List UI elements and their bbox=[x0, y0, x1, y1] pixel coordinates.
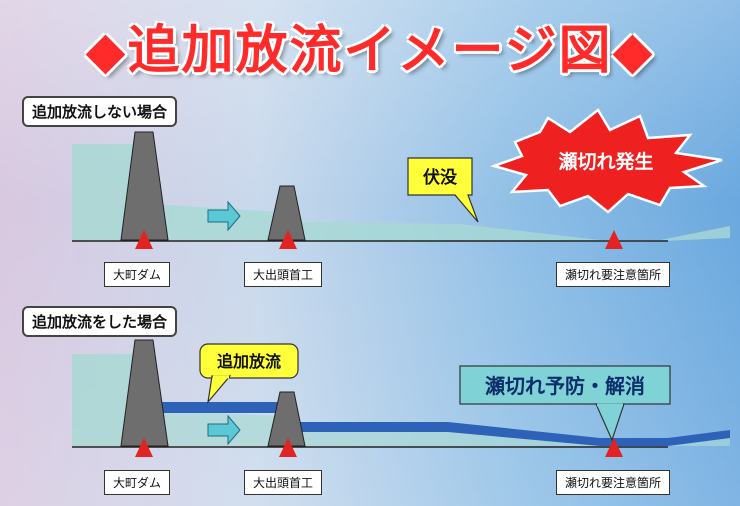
marker-caution bbox=[605, 230, 623, 249]
callout-release-bubble bbox=[199, 343, 299, 379]
result-box bbox=[459, 365, 671, 405]
location-label-weir: 大出頭首工 bbox=[244, 262, 323, 287]
location-label-weir-2: 大出頭首工 bbox=[244, 470, 323, 495]
location-label-dam: 大町ダム bbox=[104, 262, 171, 287]
weir-oide-2 bbox=[267, 391, 306, 447]
dam-omachi bbox=[120, 131, 169, 241]
marker-weir bbox=[279, 230, 297, 249]
callout-release-tail bbox=[207, 375, 232, 405]
location-label-dam-2: 大町ダム bbox=[104, 470, 171, 495]
river-water-shallow bbox=[150, 204, 730, 242]
result-text: 瀬切れ予防・解消 bbox=[485, 374, 645, 398]
burst-shape bbox=[489, 108, 723, 214]
section-label-release: 追加放流をした場合 bbox=[22, 306, 178, 337]
callout-subsurface-bubble bbox=[407, 157, 479, 223]
page-title: ◆追加放流イメージ図◆ bbox=[85, 21, 655, 81]
marker-dam bbox=[135, 230, 153, 249]
flow-arrow-2 bbox=[207, 414, 241, 446]
flow-arrow bbox=[207, 200, 241, 232]
dam-omachi-2 bbox=[120, 339, 169, 447]
scenario-no-release-diagram: 伏没 瀬切れ発生 bbox=[72, 108, 730, 249]
location-label-caution: 瀬切れ要注意箇所 bbox=[556, 262, 671, 287]
weir-oide bbox=[267, 185, 306, 241]
marker-weir-2 bbox=[279, 438, 297, 457]
marker-caution-2 bbox=[605, 438, 623, 457]
burst-text: 瀬切れ発生 bbox=[558, 150, 653, 173]
result-box-tail bbox=[595, 403, 625, 442]
location-label-caution-2: 瀬切れ要注意箇所 bbox=[556, 470, 671, 495]
marker-dam-2 bbox=[135, 438, 153, 457]
release-flow-lower bbox=[300, 422, 730, 446]
scenario-release-diagram: 追加放流 瀬切れ予防・解消 bbox=[72, 339, 730, 457]
release-flow-upper bbox=[150, 402, 280, 413]
callout-release-text: 追加放流 bbox=[217, 352, 281, 371]
section-label-no-release: 追加放流しない場合 bbox=[22, 96, 178, 127]
callout-subsurface-text: 伏没 bbox=[423, 167, 458, 188]
